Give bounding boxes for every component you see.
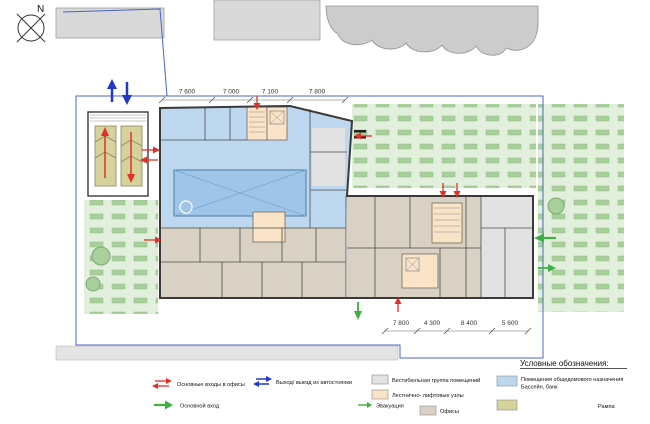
green-arrow-icon (154, 400, 173, 410)
legend-label: Эвакуация (376, 404, 404, 410)
entrance-arrow (144, 236, 162, 244)
dim-bottom-2: 8 400 (461, 320, 478, 327)
legend-item-ramp: Рампа (496, 399, 616, 411)
parking-exit-arrow (122, 82, 132, 105)
building-outline (159, 104, 534, 299)
dim-top-2: 7 100 (262, 89, 279, 96)
dim-bottom-3: 5 600 (502, 320, 519, 327)
evacuation-arrow-icon (358, 402, 372, 408)
dimensions-top: 7 600 7 000 7 100 7 800 (158, 89, 349, 104)
stair-core (431, 202, 463, 244)
pool (173, 169, 307, 217)
neighbor-building (213, 0, 321, 41)
legend-item-main-entrance: Основной вход (154, 400, 220, 410)
legend-label: Выход/ выезд из автостоянки (276, 380, 352, 386)
pool-ladder-icon (179, 200, 193, 214)
bush-icon (85, 276, 101, 292)
legend-swatch-stair (371, 389, 389, 400)
legend-swatch-common (496, 375, 518, 387)
legend-item-evacuation: Эвакуация (358, 402, 404, 410)
entrance-arrow (140, 156, 158, 164)
legend-swatch-vestibule (371, 374, 389, 385)
legend-label: Основной вход (180, 403, 220, 410)
dim-top-3: 7 800 (309, 89, 326, 96)
compass-rose: N (16, 4, 46, 43)
elevator-icon (405, 257, 420, 272)
dimensions-bottom: 7 800 4 300 8 400 5 600 (381, 320, 532, 335)
stair-core (252, 211, 286, 243)
dim-bottom-1: 4 300 (424, 320, 441, 327)
legend: Условные обозначения: Основные входы в о… (152, 359, 627, 416)
evacuation-arrow (538, 264, 556, 272)
building-plan (87, 104, 534, 299)
entrance-arrow (439, 183, 447, 198)
red-double-arrow-icon (152, 378, 172, 389)
bush-icon (547, 197, 565, 215)
dim-top-0: 7 600 (179, 89, 196, 96)
surroundings (55, 0, 539, 361)
ramp-annex (87, 111, 149, 197)
legend-item-vestibule: Вестибюльная группа помещений (371, 374, 480, 385)
ramp-up-arrow (101, 127, 109, 178)
dim-top-1: 7 000 (223, 89, 240, 96)
legend-item-common: Помещения общедомового назначения Бассей… (496, 375, 623, 391)
office-area-south (160, 228, 346, 298)
legend-swatch-ramp (496, 399, 518, 411)
legend-label: Вестибюльная группа помещений (392, 377, 480, 384)
vestibule-area-north (312, 128, 345, 186)
site-boundary (62, 8, 544, 359)
stair-lift-cores (246, 106, 463, 289)
legend-label: Рампа (598, 404, 616, 410)
legend-label: Бассейн, банк (521, 384, 558, 391)
legend-item-offices: Офисы (419, 405, 459, 416)
parking-exit-arrow (107, 79, 117, 102)
elevator-icon (269, 110, 285, 125)
legend-label: Основные входы в офисы (177, 382, 245, 388)
tree-canopy (325, 5, 539, 56)
entrance-arrow (394, 297, 402, 312)
ramp-down-arrow (127, 132, 135, 183)
legend-item-stair-lift: Лестнично- лифтовые узлы (371, 389, 464, 400)
legend-item-parking-exit: Выход/ выезд из автостоянки (253, 376, 352, 387)
plan-arrows (107, 79, 556, 320)
entrance-arrow (453, 183, 461, 198)
north-label: N (37, 4, 44, 15)
entrance-arrow (142, 146, 160, 154)
blue-double-arrow-icon (253, 376, 272, 387)
grate-hatch (90, 114, 146, 122)
dim-bottom-0: 7 800 (393, 320, 410, 327)
neighbor-building (55, 7, 165, 39)
evacuation-arrow (354, 302, 362, 320)
entrance-arrow (354, 132, 372, 140)
legend-swatch-office (419, 405, 437, 416)
sidewalk (55, 345, 399, 361)
lawn-middle (352, 104, 536, 188)
legend-label: Офисы (440, 409, 459, 415)
ramp-building (87, 111, 149, 197)
main-entrance-arrow (534, 233, 556, 243)
legend-title: Условные обозначения: (520, 359, 609, 368)
legend-item-office-entrances: Основные входы в офисы (152, 378, 245, 389)
interior-walls (160, 107, 533, 298)
legend-label: Помещения общедомового назначения (521, 377, 623, 383)
legend-label: Лестнично- лифтовые узлы (392, 393, 464, 399)
landscape (84, 104, 624, 314)
vestibule-area (481, 196, 533, 298)
bush-icon (91, 246, 111, 266)
